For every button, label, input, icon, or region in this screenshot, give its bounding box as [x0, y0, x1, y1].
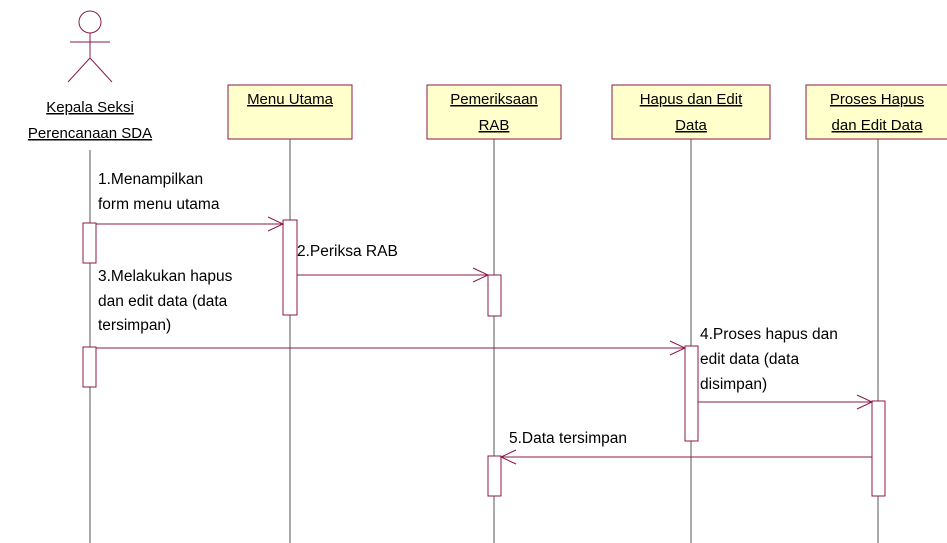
activation-hapus-edit-data: [684, 345, 699, 442]
message-1-label-line-2: form menu utama: [98, 196, 220, 213]
message-arrow-1: [96, 216, 285, 232]
message-4-label-line-1: 4.Proses hapus dan: [700, 326, 838, 343]
object-menu-utama: Menu Utama: [227, 84, 353, 140]
object-label-hapus-edit-data-line-1: Hapus dan Edit: [640, 91, 743, 108]
object-pemeriksaan-rab: Pemeriksaan RAB: [426, 84, 562, 140]
message-3-label-line-2: dan edit data (data: [98, 293, 228, 310]
message-1-label-line-1: 1.Menampilkan: [98, 171, 203, 188]
message-3-label-line-3: tersimpan): [98, 317, 171, 334]
activation-pemeriksaan-rab-1: [487, 274, 502, 317]
object-label-proses-line-2: dan Edit Data: [832, 117, 924, 134]
message-arrow-4: [698, 394, 874, 410]
activations: [82, 219, 886, 497]
message-arrow-5: [499, 449, 872, 465]
message-4-label-line-2: edit data (data: [700, 351, 799, 368]
object-label-hapus-edit-data-line-2: Data: [675, 117, 707, 134]
activation-actor-1: [82, 222, 97, 264]
object-label-pemeriksaan-rab-line-2: RAB: [479, 117, 510, 134]
actor-icon: [67, 10, 113, 83]
object-proses-hapus-edit-data: Proses Hapus dan Edit Data: [805, 84, 947, 140]
message-arrow-3: [96, 340, 687, 356]
actor-label-line-2: Perencanaan SDA: [28, 125, 152, 142]
object-label-proses-line-1: Proses Hapus: [830, 91, 924, 108]
message-2-label: 2.Periksa RAB: [297, 243, 398, 260]
message-5-label: 5.Data tersimpan: [509, 430, 627, 447]
activation-proses-hapus-edit-data: [871, 400, 886, 497]
activation-actor-2: [82, 346, 97, 388]
message-arrows: [96, 216, 874, 465]
object-label-pemeriksaan-rab-line-1: Pemeriksaan: [450, 91, 538, 108]
message-3-label-line-1: 3.Melakukan hapus: [98, 268, 233, 285]
activation-pemeriksaan-rab-2: [487, 455, 502, 497]
message-4-label-line-3: disimpan): [700, 376, 767, 393]
object-label-menu-utama: Menu Utama: [247, 91, 334, 108]
object-hapus-edit-data: Hapus dan Edit Data: [611, 84, 771, 140]
activation-menu-utama: [282, 219, 298, 316]
actor-label-line-1: Kepala Seksi: [46, 99, 134, 116]
message-arrow-2: [297, 267, 490, 283]
